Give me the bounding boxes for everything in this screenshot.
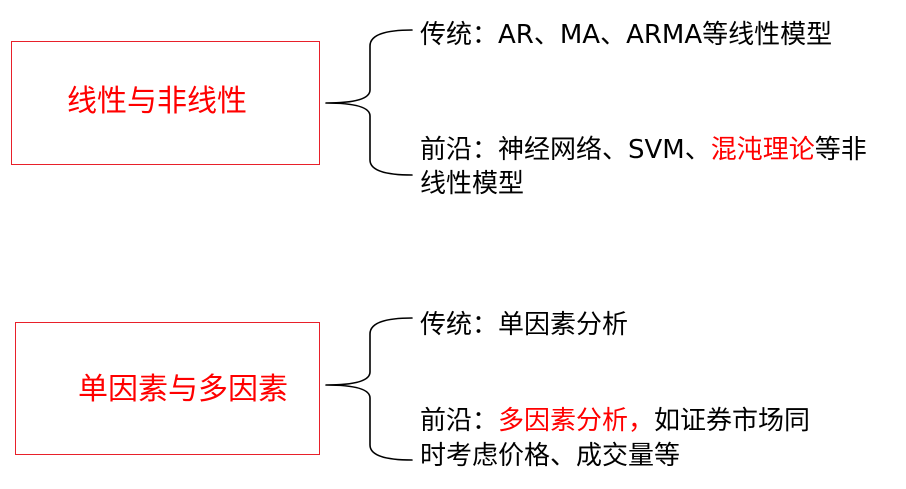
category-box-factor: 单因素与多因素 — [15, 322, 320, 455]
traditional-line-factor: 传统：单因素分析 — [420, 310, 629, 340]
frontier-line-factor-2: 时考虑价格、成交量等 — [420, 441, 681, 471]
category-title-linear: 线性与非线性 — [67, 84, 247, 119]
frontier-prefix: 前沿： — [420, 406, 499, 436]
frontier-highlight: 多因素分析， — [498, 406, 655, 436]
frontier-line-factor-1: 前沿：多因素分析，如证券市场同 — [420, 406, 810, 436]
category-title-factor: 单因素与多因素 — [78, 372, 288, 407]
frontier-suffix: 如证券市场同 — [654, 406, 811, 436]
frontier-suffix: 等非 — [814, 135, 867, 165]
frontier-highlight: 混沌理论 — [710, 135, 815, 165]
frontier-line-linear-2: 线性模型 — [420, 169, 525, 199]
brace-factor — [325, 317, 413, 461]
category-box-linear: 线性与非线性 — [11, 41, 320, 165]
traditional-line-linear: 传统：AR、MA、ARMA等线性模型 — [420, 20, 833, 50]
frontier-prefix: 前沿：神经网络、SVM、 — [420, 135, 711, 165]
brace-linear — [325, 29, 413, 176]
frontier-line-linear-1: 前沿：神经网络、SVM、混沌理论等非 — [420, 135, 867, 165]
